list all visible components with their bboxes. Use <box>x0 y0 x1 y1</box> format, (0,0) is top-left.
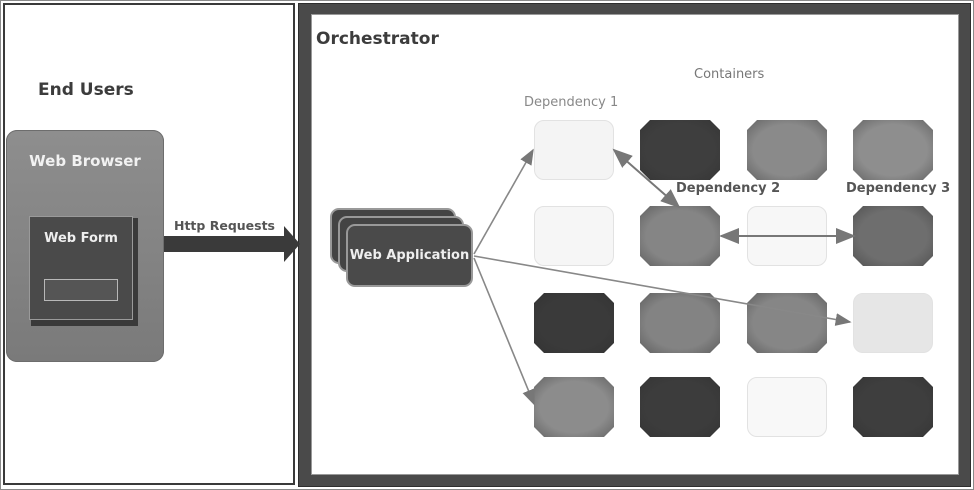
arrow-webapp-to-row3-col4 <box>473 255 852 326</box>
web-browser-title: Web Browser <box>29 152 141 170</box>
container-r2-c2 <box>640 206 720 266</box>
orchestrator-title: Orchestrator <box>316 29 439 49</box>
containers-label: Containers <box>694 67 765 82</box>
arrow-dependency-1-to-dependency-2 <box>612 148 681 209</box>
web-form-box: Web Form <box>29 216 133 320</box>
container-r3-c1 <box>534 293 614 353</box>
web-form-input <box>44 279 118 301</box>
http-requests-label: Http Requests <box>174 218 275 233</box>
container-r3-c3 <box>747 293 827 353</box>
arrow-webapp-to-row4-col1 <box>473 257 535 406</box>
dependency-3-label: Dependency 3 <box>846 181 951 196</box>
container-r3-c4 <box>853 293 933 353</box>
http-requests-arrow <box>164 226 300 262</box>
web-application-box: Web Application <box>346 224 473 287</box>
container-r1-c4 <box>853 120 933 180</box>
container-r4-c2 <box>640 377 720 437</box>
container-r2-c4 <box>853 206 933 266</box>
container-r2-c1 <box>534 206 614 266</box>
container-r4-c4 <box>853 377 933 437</box>
container-r1-c3 <box>747 120 827 180</box>
container-r4-c1 <box>534 377 614 437</box>
dependency-2-label: Dependency 2 <box>676 181 781 196</box>
dependency-1-label: Dependency 1 <box>524 95 619 110</box>
container-r4-c3 <box>747 377 827 437</box>
arrow-webapp-to-dependency-1 <box>473 148 534 255</box>
container-r3-c2 <box>640 293 720 353</box>
end-users-title: End Users <box>38 80 134 100</box>
web-form-title: Web Form <box>44 231 118 246</box>
